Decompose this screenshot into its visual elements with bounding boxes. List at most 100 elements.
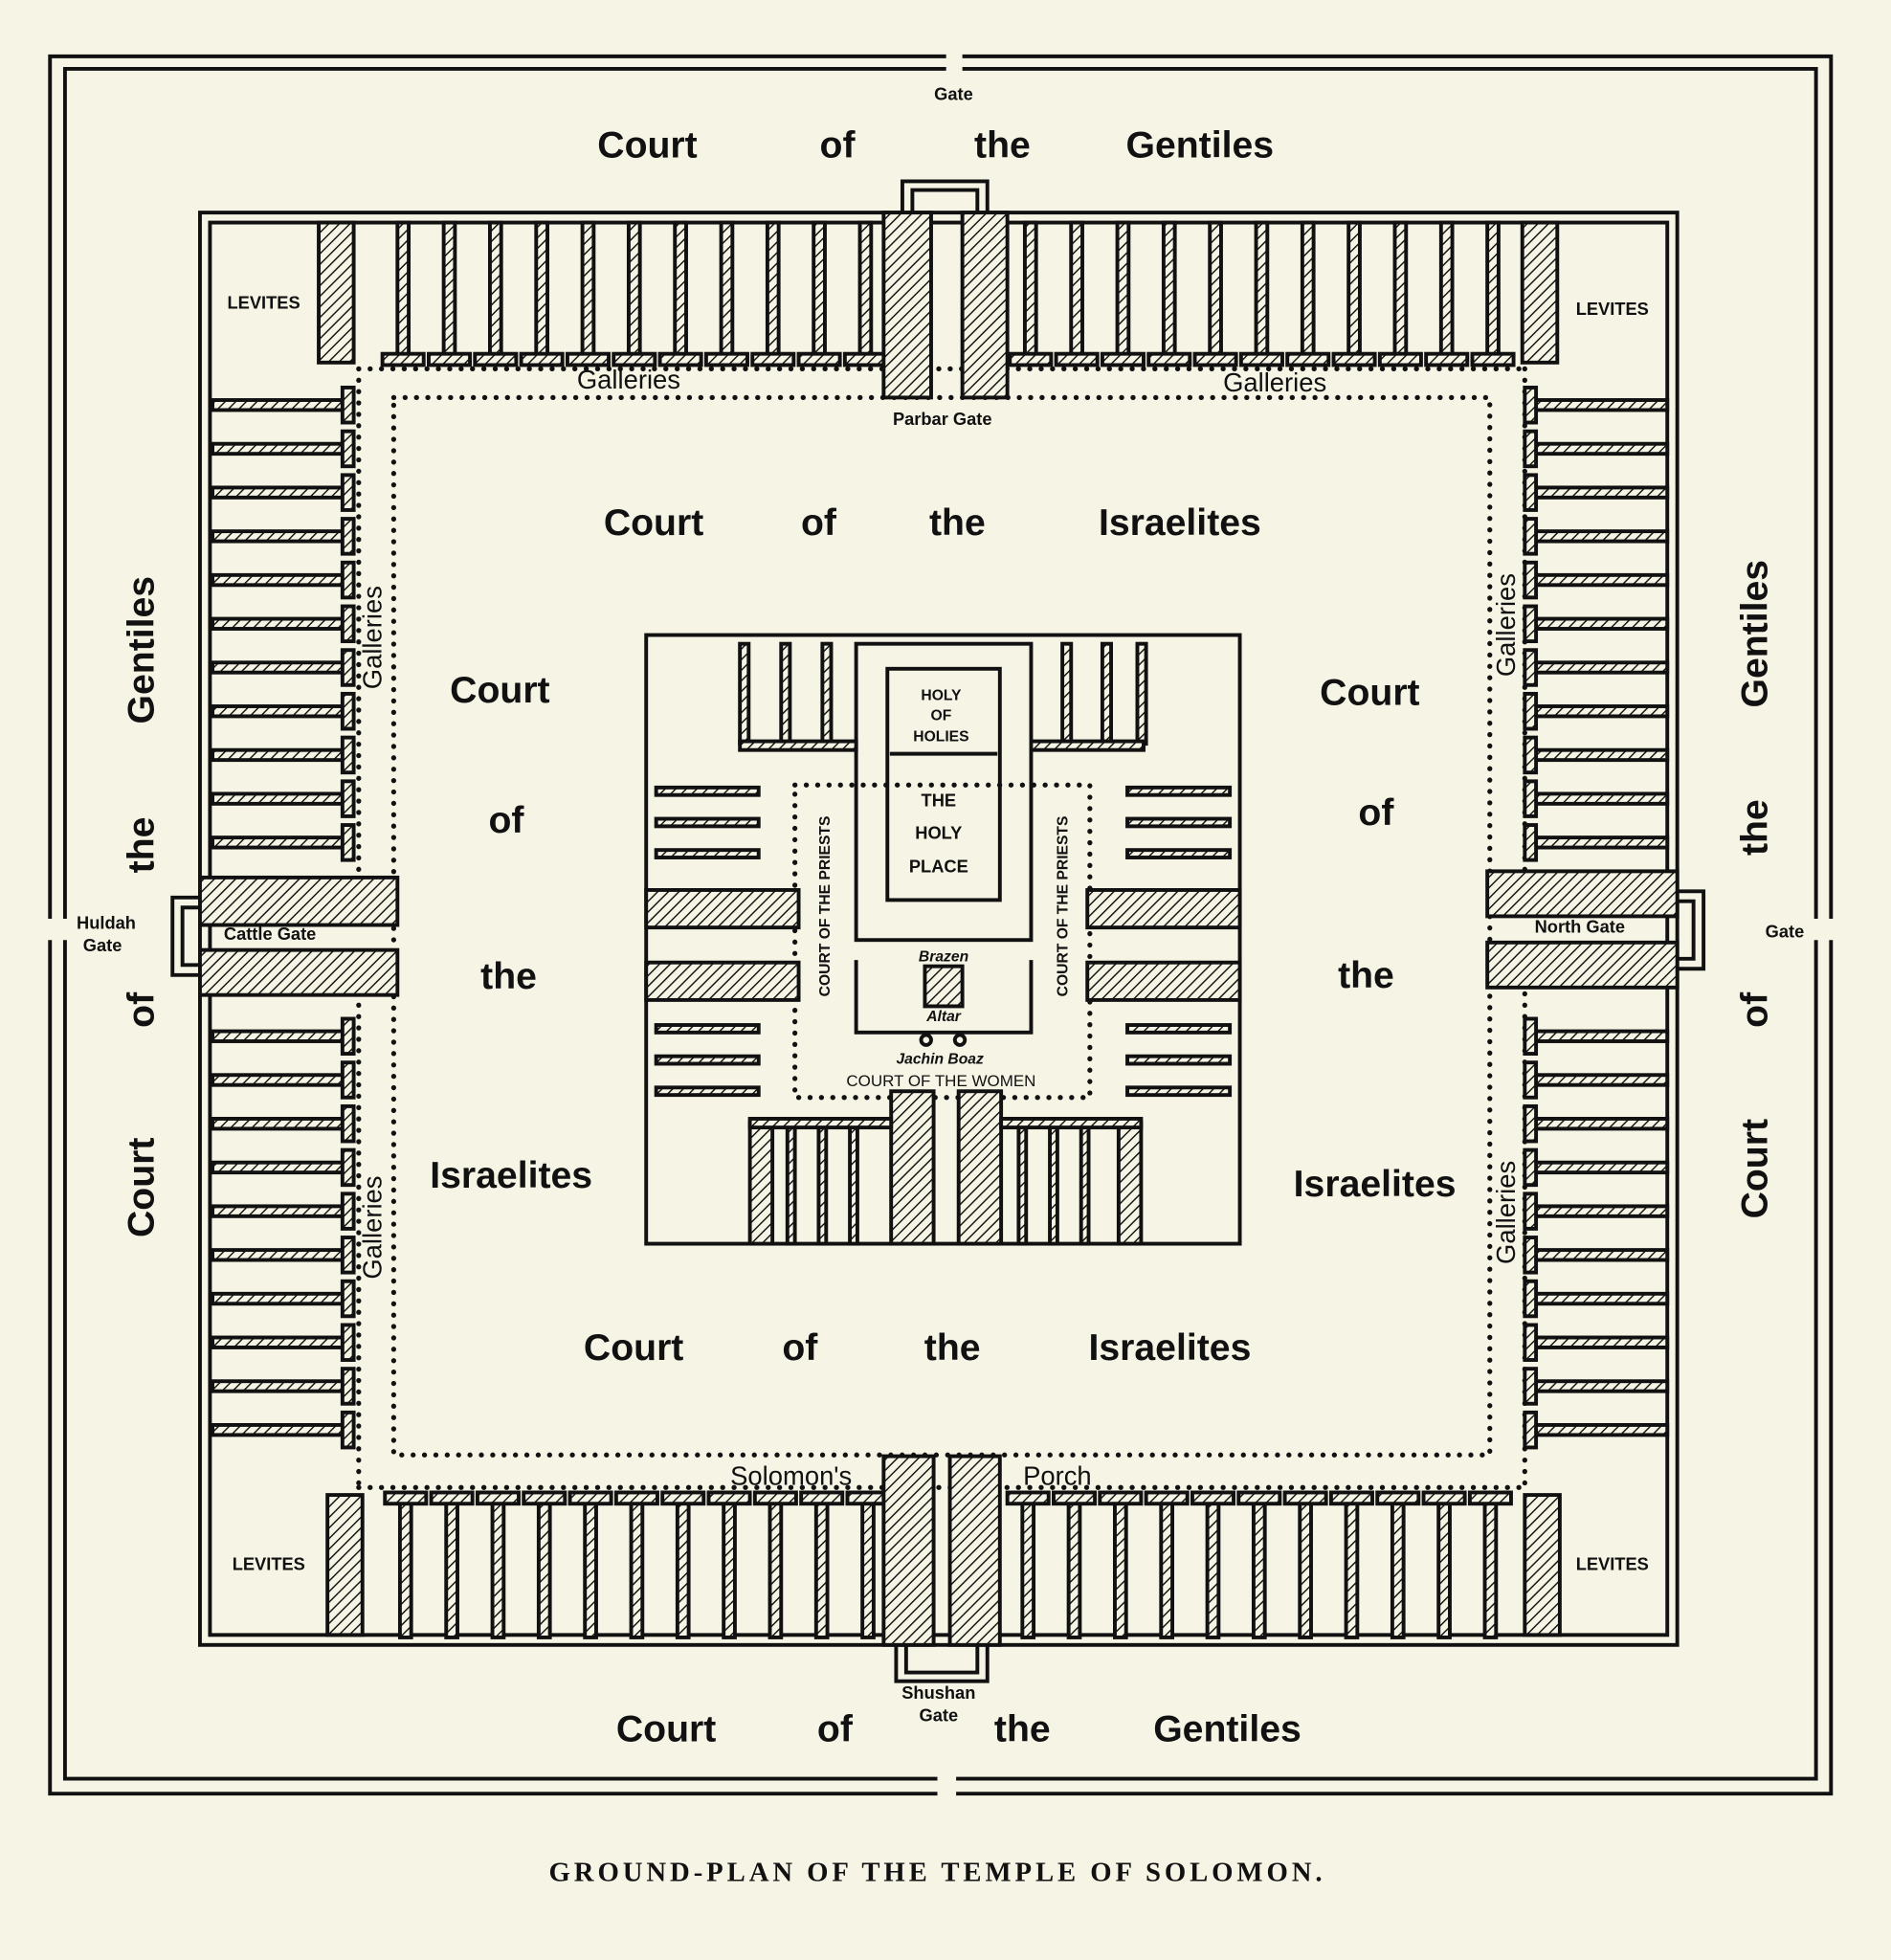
- chamber-foot: [340, 385, 356, 425]
- chamber-partition: [1532, 1204, 1670, 1218]
- israelites-top-court: Court: [604, 502, 703, 544]
- temple-chamber-wall: [747, 1117, 894, 1130]
- holy-of-holies-2: OF: [931, 707, 952, 724]
- levite-chamber-wall: [325, 1493, 365, 1637]
- chamber-partition: [211, 529, 350, 544]
- israelites-left-of: of: [488, 800, 524, 841]
- temple-chamber-wall: [1060, 641, 1074, 746]
- chamber-partition: [1020, 1498, 1036, 1639]
- chamber-foot: [340, 823, 356, 862]
- israelites-top-the: the: [929, 502, 986, 544]
- chamber-partition: [211, 1117, 350, 1131]
- chamber-foot: [1523, 1147, 1539, 1188]
- temple-chamber-wall: [785, 1120, 797, 1246]
- chamber-partition: [765, 220, 781, 360]
- gentiles-right-of: of: [1735, 991, 1776, 1028]
- chamber-foot: [1523, 1236, 1539, 1275]
- parbar-gate-label: Parbar Gate: [893, 409, 992, 429]
- galleries-top-right: Galleries: [1223, 368, 1326, 397]
- chamber-foot: [1238, 351, 1284, 368]
- chamber-partition: [211, 835, 350, 850]
- chamber-foot: [1523, 823, 1539, 862]
- temple-chamber-wall: [1125, 785, 1233, 797]
- israelites-right-court: Court: [1320, 673, 1419, 714]
- chamber-partition: [211, 1073, 350, 1087]
- chamber-foot: [1331, 351, 1377, 368]
- chamber-partition: [812, 220, 827, 360]
- chamber-foot: [613, 1490, 659, 1506]
- levites-bottom-left: LEVITES: [233, 1553, 305, 1573]
- holy-place-3: PLACE: [909, 857, 968, 877]
- chamber-foot: [565, 351, 611, 368]
- chamber-partition: [487, 220, 503, 360]
- chamber-foot: [1523, 779, 1539, 818]
- chamber-partition: [1205, 1498, 1221, 1639]
- chamber-foot: [519, 351, 565, 368]
- chamber-partition: [211, 1160, 350, 1175]
- chamber-partition: [580, 220, 596, 360]
- temple-chamber-wall: [1135, 641, 1148, 746]
- parbar-gate-structure: [881, 179, 1010, 400]
- chamber-partition: [211, 704, 350, 719]
- chamber-partition: [1532, 1073, 1670, 1087]
- chamber-partition: [534, 220, 549, 360]
- chamber-foot: [1328, 1490, 1374, 1506]
- chamber-foot: [1377, 351, 1423, 368]
- chamber-foot: [340, 604, 356, 644]
- temple-chamber-wall: [738, 641, 751, 746]
- cattle-gate-label: Cattle Gate: [224, 924, 316, 944]
- chamber-partition: [1300, 220, 1316, 360]
- chamber-partition: [211, 1335, 350, 1349]
- shushan-gate-label-2: Gate: [920, 1704, 959, 1725]
- chamber-foot: [1523, 1410, 1539, 1450]
- gentiles-right-gentiles: Gentiles: [1735, 560, 1776, 708]
- chamber-foot: [842, 351, 888, 368]
- chamber-foot: [1523, 1192, 1539, 1231]
- chamber-foot: [1523, 1103, 1539, 1144]
- chamber-partition: [1115, 220, 1131, 360]
- temple-chamber-wall: [654, 1023, 761, 1035]
- israelites-bottom-israelites: Israelites: [1088, 1327, 1251, 1369]
- chamber-foot: [340, 1103, 356, 1144]
- temple-chamber-wall: [1100, 641, 1114, 746]
- chamber-partition: [722, 1498, 737, 1639]
- chamber-foot: [1523, 560, 1539, 600]
- chamber-partition: [1532, 1117, 1670, 1131]
- chamber-foot: [799, 1490, 845, 1506]
- chamber-partition: [444, 1498, 459, 1639]
- chamber-foot: [1005, 1490, 1051, 1506]
- chamber-foot: [1052, 1490, 1098, 1506]
- chamber-partition: [813, 1498, 830, 1639]
- chamber-foot: [340, 735, 356, 775]
- chamber-partition: [1532, 572, 1670, 588]
- solomons-label: Solomon's: [730, 1461, 852, 1491]
- chamber-partition: [1532, 1160, 1670, 1175]
- chamber-foot: [1523, 517, 1539, 556]
- chamber-partition: [1066, 1498, 1082, 1639]
- chamber-partition: [1532, 1422, 1670, 1437]
- chamber-partition: [719, 220, 735, 360]
- temple-chamber-wall: [654, 785, 761, 797]
- levites-top-left: LEVITES: [228, 293, 300, 313]
- porch-label: Porch: [1023, 1461, 1092, 1491]
- levite-chamber-wall: [317, 220, 356, 365]
- chamber-partition: [629, 1498, 645, 1639]
- brazen-altar: [923, 964, 965, 1009]
- chamber-partition: [1485, 220, 1501, 360]
- chamber-foot: [427, 351, 473, 368]
- chamber-partition: [1392, 220, 1409, 360]
- chamber-partition: [673, 220, 688, 360]
- chamber-foot: [1375, 1490, 1421, 1506]
- chamber-partition: [583, 1498, 598, 1639]
- chamber-foot: [340, 648, 356, 687]
- chamber-partition: [626, 220, 642, 360]
- chamber-foot: [380, 351, 426, 368]
- chamber-foot: [1523, 1323, 1539, 1362]
- chamber-foot: [340, 691, 356, 731]
- chamber-foot: [706, 1490, 752, 1506]
- chamber-foot: [1285, 351, 1331, 368]
- chamber-partition: [1532, 1335, 1670, 1349]
- israelites-bottom-the: the: [924, 1327, 981, 1369]
- chamber-partition: [1208, 220, 1223, 360]
- chamber-foot: [340, 1060, 356, 1100]
